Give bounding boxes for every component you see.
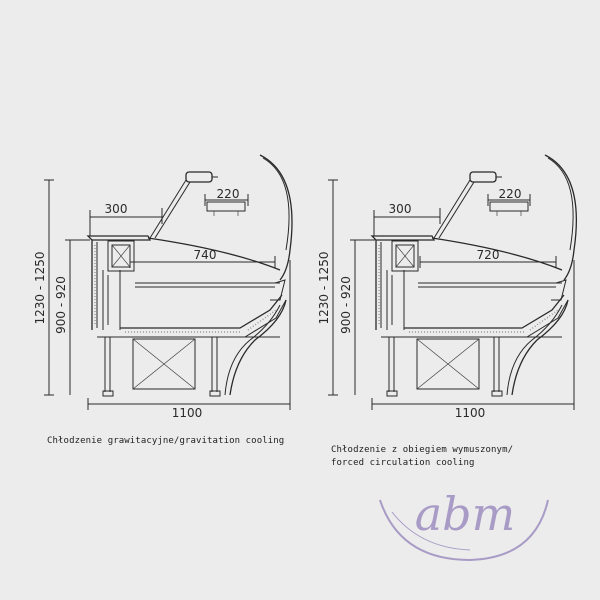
total-width-dimension-2: 1100 [455,406,486,420]
abm-logo: abm [379,487,549,562]
caption-gravitation: Chłodzenie grawitacyjne/gravitation cool… [47,435,284,448]
caption-forced: Chłodzenie z obiegiem wymuszonym/ forced… [331,444,513,470]
total-height-dimension-2: 1230 - 1250 [317,251,331,324]
top-width-dimension: 300 [105,202,128,216]
depth-dimension-2: 720 [477,248,500,262]
total-height-dimension: 1230 - 1250 [33,251,47,324]
depth-dimension: 740 [194,248,217,262]
lamp-width-dimension-2: 220 [499,187,522,201]
showcase-drawing-forced: 1230 - 1250 900 - 920 300 220 720 [317,154,577,420]
lamp-width-dimension: 220 [217,187,240,201]
total-width-dimension: 1100 [172,406,203,420]
counter-height-dimension-2: 900 - 920 [339,276,353,334]
caption-line: Chłodzenie grawitacyjne/gravitation cool… [47,436,285,446]
caption-line: Chłodzenie z obiegiem wymuszonym/ [331,445,514,455]
logo-text: abm [415,487,516,541]
counter-height-dimension: 900 - 920 [54,276,68,334]
caption-line: forced circulation cooling [331,458,475,468]
top-width-dimension-2: 300 [389,202,412,216]
showcase-drawing-gravitation: 1230 - 1250 900 - 920 300 220 740 [33,154,293,420]
